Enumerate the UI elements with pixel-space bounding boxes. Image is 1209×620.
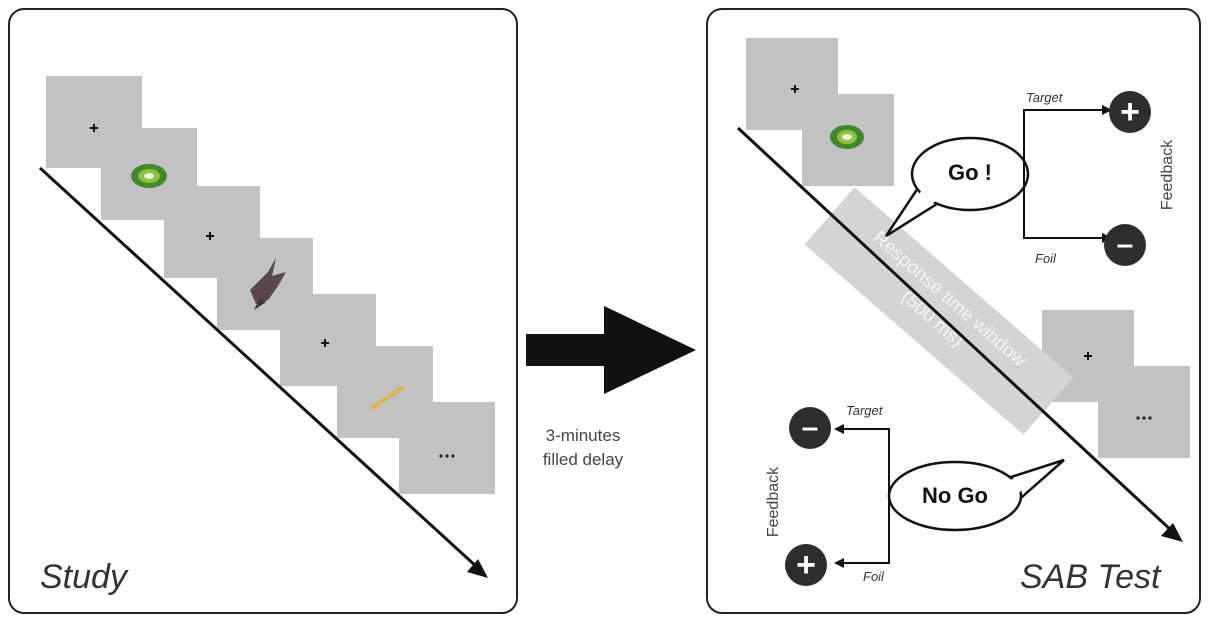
kiwi-icon: [830, 125, 864, 149]
go-bubble-label: Go !: [948, 160, 992, 185]
fixation-cross-icon: [90, 124, 329, 347]
nogo-target-minus-icon: [789, 407, 831, 449]
kiwi-icon: [131, 164, 167, 188]
go-foil-minus-icon: [1104, 224, 1146, 266]
test-time-arrowhead: [1161, 523, 1183, 542]
nogo-target-symbol: –: [801, 411, 819, 444]
nogo-target-label: Target: [846, 403, 883, 418]
study-ellipsis-screen: [399, 402, 495, 494]
go-target-symbol: +: [1120, 93, 1140, 131]
test-ellipsis-screen: [1098, 366, 1190, 458]
go-feedback-label: Feedback: [1159, 139, 1176, 211]
study-time-arrow: [38, 166, 480, 570]
delay-label: 3-minutes filled delay: [528, 424, 638, 472]
nogo-branch-lines: [842, 428, 890, 564]
go-foil-symbol: –: [1116, 228, 1134, 261]
go-branch-lines: [1023, 109, 1104, 239]
ellipsis-icon: [1136, 416, 1152, 420]
test-title: SAB Test: [1020, 558, 1161, 596]
nogo-target-arrowhead: [834, 424, 844, 434]
study-time-arrowhead: [467, 559, 488, 578]
pencil-icon: [370, 386, 404, 410]
nogo-bubble-label: No Go: [922, 483, 988, 508]
bird-icon: [250, 258, 286, 310]
nogo-feedback-label: Feedback: [765, 466, 782, 538]
ellipsis-icon: [439, 454, 455, 458]
test-panel: Response time window (500 ms): [706, 8, 1201, 614]
delay-label-line1: 3-minutes: [545, 426, 621, 445]
delay-arrow: [526, 306, 696, 394]
fixation-cross-icon: [791, 85, 1092, 360]
test-graphics: [736, 85, 1183, 586]
go-target-arrowhead: [1102, 105, 1112, 115]
nogo-foil-arrowhead: [834, 558, 844, 568]
nogo-foil-symbol: +: [796, 546, 816, 584]
delay-label-line2: filled delay: [542, 450, 624, 469]
go-target-plus-icon: [1109, 91, 1151, 133]
study-title: Study: [40, 558, 127, 596]
study-panel: Study: [8, 8, 518, 614]
go-foil-label: Foil: [1035, 251, 1056, 266]
go-speech-bubble: [884, 136, 1030, 238]
nogo-foil-label: Foil: [863, 569, 884, 584]
nogo-speech-bubble: [887, 458, 1065, 532]
test-time-arrow: [736, 126, 1175, 534]
study-graphics: [38, 124, 488, 578]
nogo-foil-plus-icon: [785, 544, 827, 586]
go-target-label: Target: [1026, 90, 1063, 105]
